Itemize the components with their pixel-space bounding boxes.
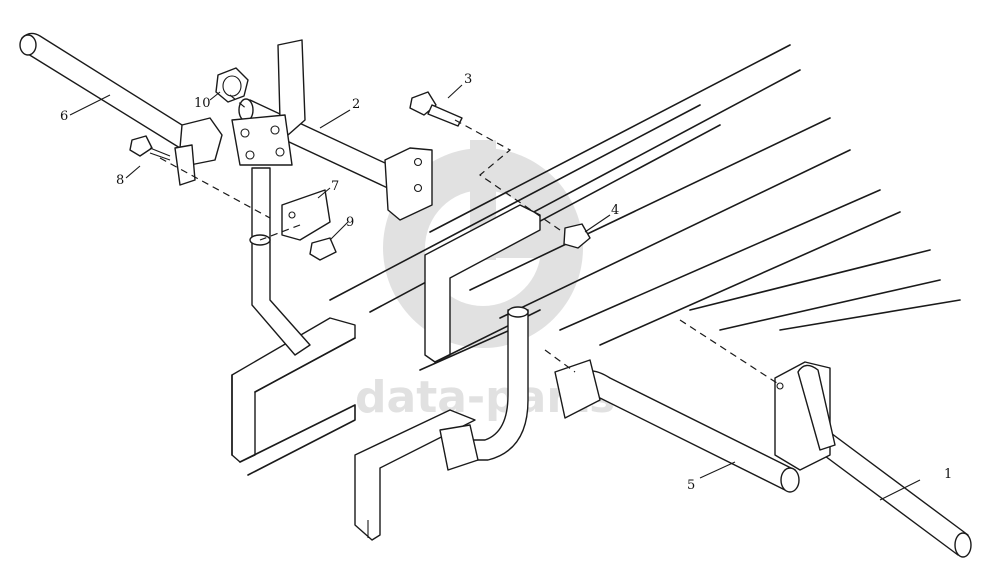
nut-9 bbox=[309, 237, 337, 261]
lower-bracket bbox=[354, 409, 476, 541]
center-u-pipe bbox=[439, 306, 529, 471]
callout-2: 2 bbox=[352, 97, 360, 112]
callout-7: 7 bbox=[331, 179, 339, 194]
callout-6: 6 bbox=[60, 109, 68, 124]
callout-10: 10 bbox=[194, 96, 211, 111]
pipe-6 bbox=[19, 32, 191, 149]
nut-4 bbox=[563, 223, 591, 249]
strap-7 bbox=[281, 189, 331, 241]
mounting-flange bbox=[231, 39, 306, 166]
callout-9: 9 bbox=[346, 215, 354, 230]
crossmember-left bbox=[231, 317, 356, 476]
callout-4: 4 bbox=[611, 203, 619, 218]
downpipe-left bbox=[249, 167, 311, 356]
callout-1: 1 bbox=[944, 467, 952, 482]
hanger-bracket bbox=[384, 147, 433, 221]
assembly-lines bbox=[159, 94, 781, 386]
callout-3: 3 bbox=[464, 72, 472, 87]
bolt-3 bbox=[409, 91, 463, 127]
leader-lines bbox=[69, 84, 921, 501]
pipe-5 bbox=[554, 359, 800, 493]
bolt-8 bbox=[129, 135, 171, 161]
pipe-1 bbox=[774, 361, 972, 558]
nut-10 bbox=[215, 67, 249, 103]
pipe-clamp bbox=[174, 117, 223, 186]
callout-5: 5 bbox=[687, 478, 695, 493]
callout-8: 8 bbox=[116, 173, 124, 188]
